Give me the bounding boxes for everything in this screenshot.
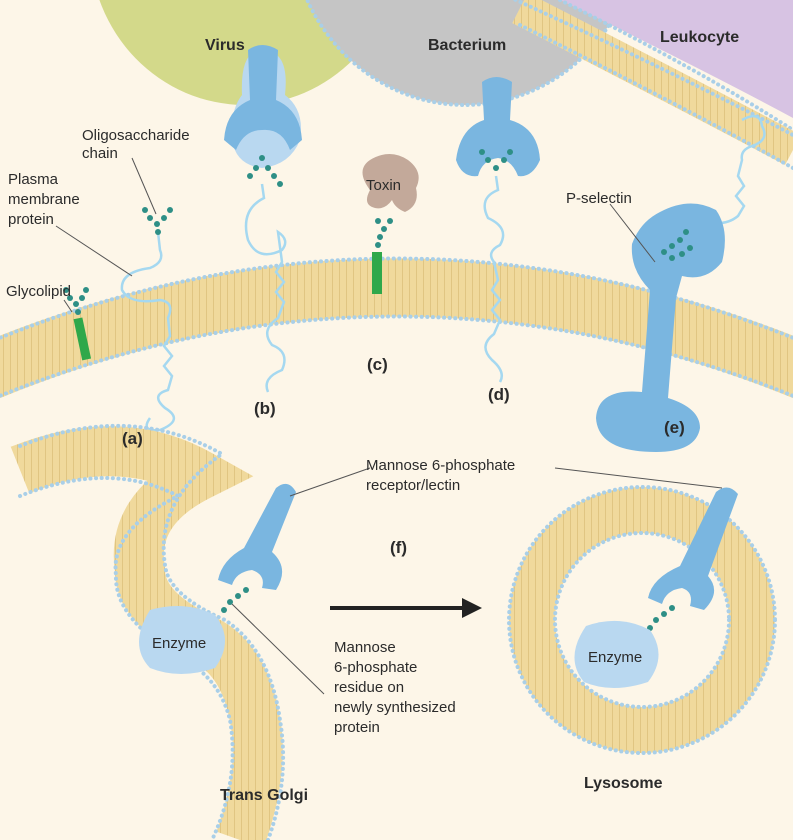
panel-label-c: (c) xyxy=(367,355,388,374)
panel-label-e: (e) xyxy=(664,418,685,437)
label-plasma-1: Plasma xyxy=(8,171,59,188)
label-p-selectin: P-selectin xyxy=(566,190,632,207)
oligosaccharide-chain xyxy=(142,207,173,235)
label-virus: Virus xyxy=(205,37,245,54)
leader-m6p-receptor-right xyxy=(555,468,722,488)
label-enzyme-left: Enzyme xyxy=(152,635,206,652)
label-m6p-residue-1: Mannose xyxy=(334,639,396,656)
lysosome xyxy=(509,487,775,753)
label-oligosaccharide-2: chain xyxy=(82,145,118,162)
panel-label-b: (b) xyxy=(254,399,276,418)
label-toxin: Toxin xyxy=(366,177,401,194)
leader-glycolipid xyxy=(64,300,72,312)
label-plasma-2: membrane xyxy=(8,191,80,208)
label-trans-golgi: Trans Golgi xyxy=(220,787,308,804)
bacterial-adhesin xyxy=(456,77,540,382)
panel-label-a: (a) xyxy=(122,429,143,448)
label-oligosaccharide-1: Oligosaccharide xyxy=(82,127,190,144)
transport-arrow xyxy=(330,598,482,618)
label-m6p-residue-3: residue on xyxy=(334,679,404,696)
label-m6p-residue-2: 6-phosphate xyxy=(334,659,417,676)
leader-m6p-receptor-left xyxy=(290,468,370,496)
label-m6p-receptor-2: receptor/lectin xyxy=(366,477,460,494)
panel-label-f: (f) xyxy=(390,538,407,557)
label-leukocyte: Leukocyte xyxy=(660,29,739,46)
label-enzyme-right: Enzyme xyxy=(588,649,642,666)
label-glycolipid: Glycolipid xyxy=(6,283,71,300)
m6p-receptor-golgi xyxy=(218,484,296,613)
panel-label-d: (d) xyxy=(488,385,510,404)
label-m6p-residue-4: newly synthesized xyxy=(334,699,456,716)
leader-plasma-protein xyxy=(56,226,132,276)
label-plasma-3: protein xyxy=(8,211,54,228)
label-m6p-residue-5: protein xyxy=(334,719,380,736)
leader-oligosaccharide xyxy=(132,158,156,214)
label-lysosome: Lysosome xyxy=(584,775,663,792)
label-m6p-receptor-1: Mannose 6-phosphate xyxy=(366,457,515,474)
label-bacterium: Bacterium xyxy=(428,37,506,54)
